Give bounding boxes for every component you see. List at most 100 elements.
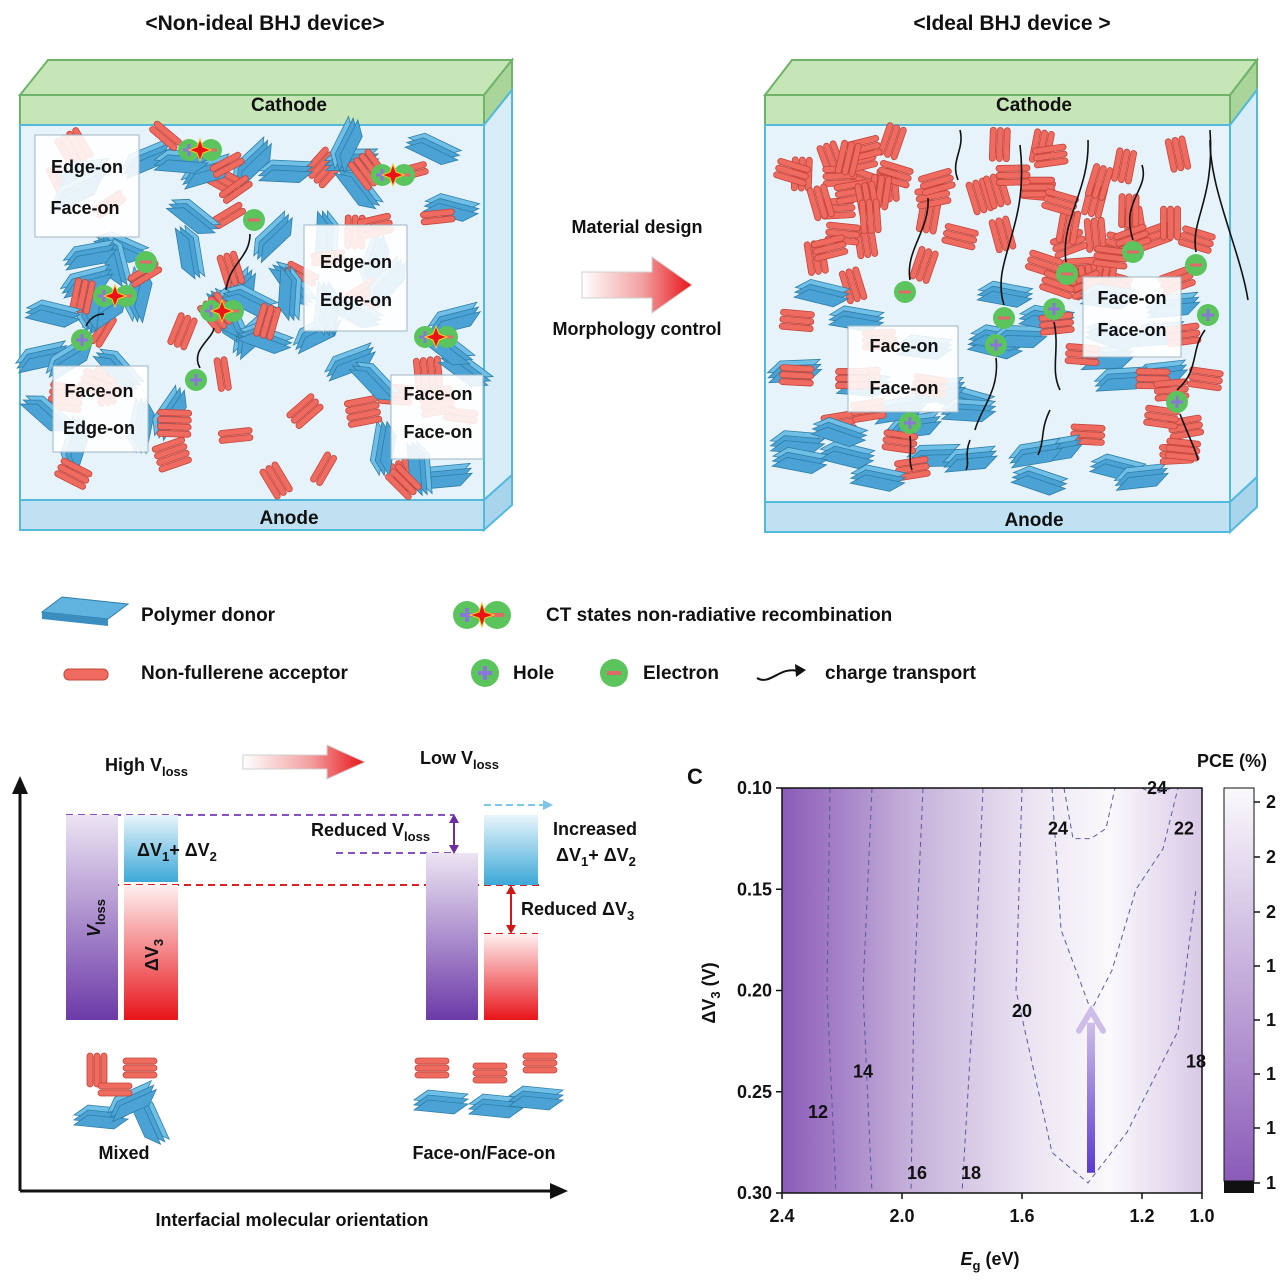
acceptor-molecule bbox=[522, 1052, 558, 1060]
acceptor-molecule bbox=[218, 175, 249, 199]
acceptor-stack bbox=[995, 164, 1031, 186]
non-ideal-device: Cathode Anode Edge-on Face-on Edge-on Ed… bbox=[14, 57, 515, 533]
x-tick-label: 1.6 bbox=[1009, 1206, 1034, 1226]
acceptor-molecule bbox=[1070, 430, 1106, 439]
left-anode bbox=[19, 499, 485, 531]
polymer-donor-sheet bbox=[24, 299, 83, 328]
acceptor-molecule bbox=[1118, 148, 1131, 184]
panel-letter: C bbox=[687, 764, 703, 789]
acceptor-molecule bbox=[1064, 357, 1100, 366]
acceptor-molecule bbox=[779, 364, 815, 373]
acceptor-molecule bbox=[76, 278, 89, 314]
right-cathode-top bbox=[762, 59, 1260, 96]
acceptor-molecule bbox=[916, 248, 933, 282]
acceptor-molecule bbox=[1165, 444, 1201, 455]
acceptor-molecule bbox=[131, 266, 163, 288]
polymer-donor-sheet bbox=[771, 446, 829, 474]
hole-icon bbox=[471, 659, 499, 687]
donor-layer bbox=[333, 172, 377, 210]
acceptor-stack bbox=[213, 356, 232, 392]
acceptor-molecule bbox=[810, 234, 845, 248]
acceptor-molecule bbox=[778, 322, 814, 333]
acceptor-molecule bbox=[414, 1057, 450, 1065]
polymer-donor-sheet bbox=[1010, 465, 1069, 496]
legend-acceptor: Non-fullerene acceptor bbox=[141, 663, 349, 684]
acceptor-molecule bbox=[812, 241, 847, 255]
acceptor-molecule bbox=[944, 223, 979, 237]
acceptor-molecule bbox=[97, 1082, 133, 1090]
acceptor-molecule bbox=[1069, 210, 1082, 246]
high-vloss-label: High Vloss bbox=[105, 755, 188, 779]
acceptor-molecule bbox=[259, 468, 281, 500]
acceptor-molecule bbox=[156, 422, 192, 431]
acceptor-molecule bbox=[1032, 150, 1068, 162]
acceptor-molecule bbox=[1085, 163, 1101, 197]
faceon-label: Face-on/Face-on bbox=[412, 1143, 555, 1163]
acceptor-molecule bbox=[995, 171, 1031, 179]
acceptor-molecule bbox=[394, 463, 422, 491]
acceptor-stack bbox=[217, 427, 254, 444]
acceptor-molecule bbox=[845, 268, 861, 303]
polymer-donor-sheet bbox=[507, 1085, 565, 1111]
orientation-label: Face-on bbox=[1097, 288, 1166, 308]
acceptor-molecule bbox=[253, 302, 268, 337]
acceptor-molecule bbox=[1033, 157, 1069, 169]
y-tick-label: 0.30 bbox=[737, 1183, 772, 1203]
morphology-control-label: Morphology control bbox=[553, 319, 722, 339]
electron-minus bbox=[1127, 250, 1139, 254]
acceptor-stack bbox=[1111, 147, 1138, 185]
acceptor-molecule bbox=[918, 168, 952, 183]
acceptor-molecule bbox=[122, 1071, 158, 1079]
y-axis-title: ΔV3 (V) bbox=[699, 962, 723, 1023]
ct-star bbox=[380, 162, 406, 188]
polymer-donor-sheet bbox=[1093, 366, 1150, 392]
acceptor-molecule bbox=[295, 403, 324, 429]
hole-plus bbox=[904, 417, 916, 429]
y-tick-label: 0.10 bbox=[737, 778, 772, 798]
colorbar-tick-label: 2 bbox=[1266, 792, 1276, 812]
acceptor-molecule bbox=[1178, 135, 1192, 170]
acceptor-molecule bbox=[213, 357, 225, 392]
ct-star bbox=[102, 283, 128, 309]
right-arrow-icon bbox=[581, 256, 693, 314]
charge-transport-path bbox=[909, 435, 913, 471]
dv12-label: ΔV1+ ΔV2 bbox=[137, 840, 217, 864]
acceptor-molecule bbox=[983, 175, 998, 210]
increased-dv12-label: ΔV1+ ΔV2 bbox=[556, 845, 636, 869]
acceptor-molecule bbox=[173, 314, 192, 348]
mixed-morphology-icon bbox=[72, 1052, 170, 1146]
acceptor-stack bbox=[385, 463, 422, 501]
donor-layer bbox=[771, 456, 828, 474]
charge-transport-path bbox=[1000, 144, 1023, 306]
acceptor-stack bbox=[1187, 366, 1224, 392]
electron-minus bbox=[140, 260, 152, 264]
left-anode-label: Anode bbox=[259, 508, 318, 529]
charge-transport-path bbox=[85, 313, 105, 327]
ideal-device: Cathode Anode Face-on Face-on Face-on Fa… bbox=[762, 57, 1260, 535]
acceptor-molecule bbox=[917, 197, 952, 210]
y-tick-label: 0.15 bbox=[737, 879, 772, 899]
polymer-donor-icon bbox=[40, 596, 130, 626]
increased-label: Increased bbox=[553, 819, 637, 839]
acceptor-molecule bbox=[1135, 368, 1171, 376]
acceptor-molecule bbox=[122, 1064, 158, 1072]
electron-icon bbox=[894, 281, 916, 303]
charge-transport-path bbox=[1209, 139, 1249, 301]
donor-layer bbox=[65, 248, 118, 271]
polymer-donor-sheet bbox=[1008, 437, 1064, 469]
acceptor-icon bbox=[63, 668, 109, 681]
electron-icon bbox=[243, 209, 265, 231]
acceptor-molecule bbox=[773, 171, 807, 187]
energy-diagram: High Vloss Low Vloss Vloss ΔV1+ ΔV2 ΔV3 … bbox=[12, 744, 637, 1230]
acceptor-molecule bbox=[222, 180, 253, 204]
dv12-bar-faceon bbox=[484, 815, 538, 885]
acceptor-molecule bbox=[1164, 451, 1200, 462]
right-anode-label: Anode bbox=[1004, 510, 1063, 531]
contour-line bbox=[826, 787, 837, 1194]
contour-line bbox=[862, 787, 873, 1194]
acceptor-molecule bbox=[1171, 136, 1185, 172]
acceptor-molecule bbox=[775, 164, 809, 180]
